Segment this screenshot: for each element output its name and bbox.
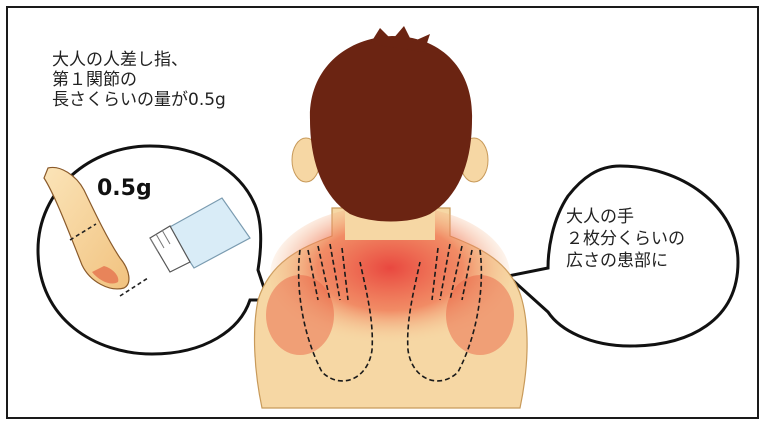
child-back-illustration [255,26,528,408]
application-area-note: 大人の手 ２枚分くらいの 広さの患部に [566,206,685,272]
fingertip-unit-note: 大人の人差し指、 第１関節の 長さくらいの量が0.5g [52,50,226,110]
dose-label: 0.5g [97,176,152,201]
hair-shape [310,36,472,222]
